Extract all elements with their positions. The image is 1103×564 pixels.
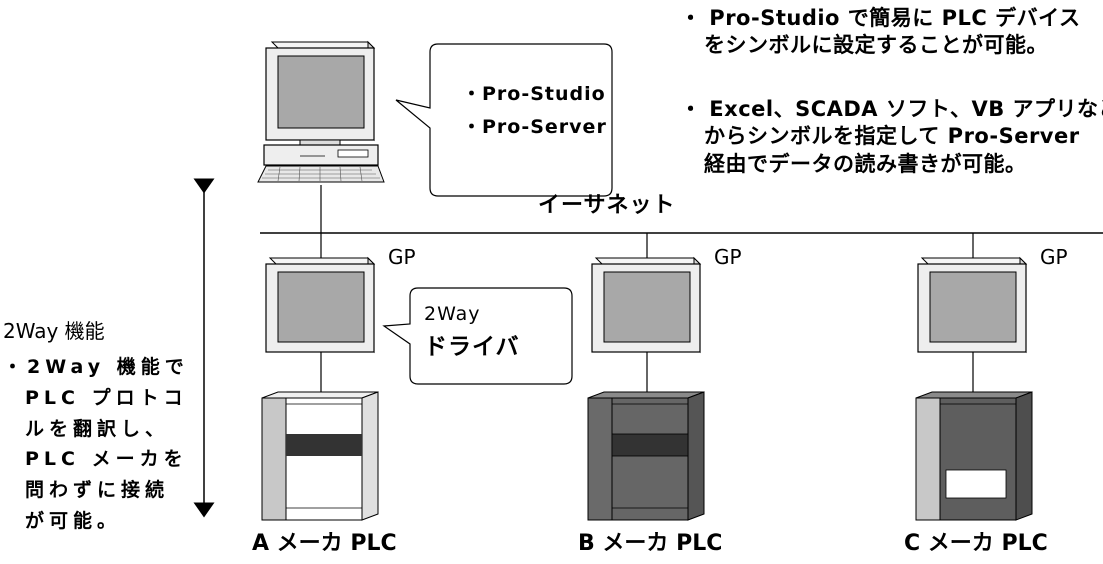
- note-excel-scada: ・ Excel、SCADA ソフト、VB アプリなど からシンボルを指定して P…: [680, 97, 1103, 176]
- plc-label-a: A メーカ PLC: [252, 531, 397, 556]
- note-pro-studio: ・ Pro-Studio で簡易に PLC デバイス をシンボルに設定することが…: [680, 6, 1081, 58]
- plc-unit-icon: [261, 391, 379, 521]
- plc-unit-icon: [915, 391, 1033, 521]
- gp-terminal-icon: [591, 256, 702, 354]
- driver-speech-bubble: [382, 287, 573, 385]
- left-panel-title: 2Way 機能: [3, 319, 105, 343]
- gp-label: GP: [1040, 245, 1068, 269]
- gp-label: GP: [714, 245, 742, 269]
- pc-speech-bubble: [395, 43, 613, 197]
- gp-terminal-icon: [265, 256, 376, 354]
- gp-terminal-icon: [917, 256, 1028, 354]
- pc-bubble-text: ・Pro-Studio ・Pro-Server: [462, 83, 607, 139]
- plc-label-b: B メーカ PLC: [578, 531, 723, 556]
- left-panel-description: ・2Way 機能で PLC プロトコ ルを翻訳し、 PLC メーカを 問わずに接…: [3, 356, 189, 532]
- pc-computer-icon: [257, 40, 385, 183]
- ethernet-label: イーサネット: [538, 193, 676, 218]
- driver-bubble-text: 2Way ドライバ: [424, 303, 520, 360]
- plc-label-c: C メーカ PLC: [904, 531, 1048, 556]
- gp-label: GP: [388, 245, 416, 269]
- plc-unit-icon: [587, 391, 705, 521]
